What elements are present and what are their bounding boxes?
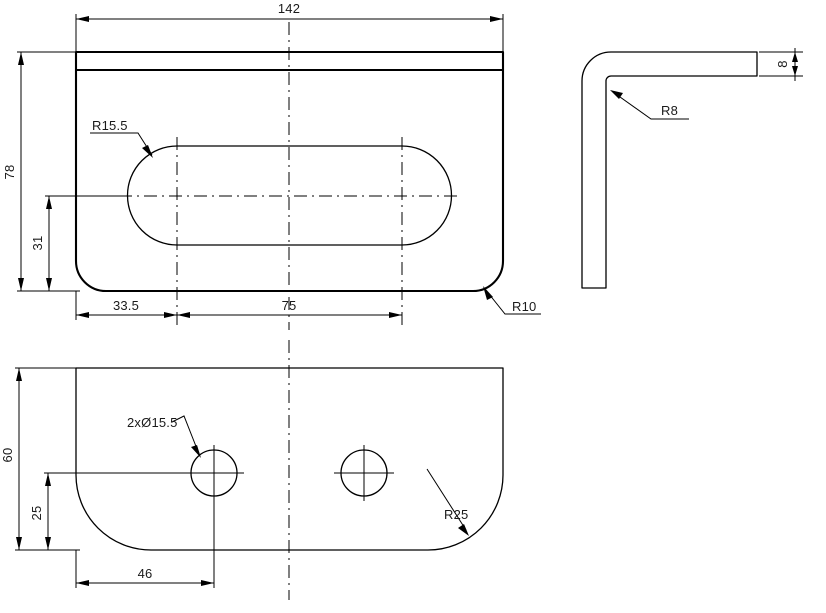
dim-8-arrow-bottom bbox=[792, 66, 798, 76]
dim-8-arrow-top bbox=[792, 52, 798, 62]
dim-25-arrow-top bbox=[45, 473, 51, 486]
dim-46-arrow-left bbox=[76, 580, 89, 586]
top-view-group: 60 25 46 2xØ15.5 R25 bbox=[0, 340, 504, 600]
dim-142-arrow-right bbox=[490, 16, 503, 22]
note-holes-leader bbox=[171, 415, 200, 455]
dim-78-arrow-top bbox=[18, 52, 24, 65]
front-view-group: 142 78 31 33.5 75 R15.5 R10 bbox=[2, 1, 541, 330]
dim-46-arrow-right bbox=[201, 580, 214, 586]
dim-31-arrow-top bbox=[46, 196, 52, 209]
dim-78-text: 78 bbox=[2, 165, 17, 180]
dim-75-text: 75 bbox=[282, 298, 297, 313]
note-r25-arrow bbox=[458, 524, 469, 536]
dim-75-arrow-right bbox=[389, 312, 402, 318]
dim-142-text: 142 bbox=[278, 1, 300, 16]
dim-31-arrow-bottom bbox=[46, 278, 52, 291]
note-r8-leader bbox=[612, 91, 689, 120]
note-holes-text: 2xØ15.5 bbox=[127, 415, 178, 430]
dim-60-arrow-bottom bbox=[16, 537, 22, 550]
front-view-outline bbox=[74, 50, 505, 293]
note-r15p5-arrow bbox=[142, 145, 153, 158]
note-r15p5-leader bbox=[90, 132, 153, 156]
dim-75-arrow-left bbox=[177, 312, 190, 318]
dim-78-arrow-bottom bbox=[18, 278, 24, 291]
dim-60-text: 60 bbox=[0, 448, 15, 463]
note-r8-arrow bbox=[610, 90, 623, 99]
dim-8-text: 8 bbox=[775, 60, 790, 67]
dim-25-arrow-bottom bbox=[45, 537, 51, 550]
dim-46-text: 46 bbox=[138, 566, 153, 581]
dim-60-arrow-top bbox=[16, 368, 22, 381]
dim-33p5-arrow-left bbox=[76, 312, 89, 318]
dim-33p5-text: 33.5 bbox=[113, 298, 139, 313]
dim-33p5-arrow-right bbox=[164, 312, 177, 318]
note-r25-leader bbox=[426, 468, 467, 531]
top-view-outline bbox=[75, 367, 504, 551]
note-r10-arrow bbox=[483, 286, 493, 300]
dim-25-text: 25 bbox=[29, 506, 44, 521]
dim-142-arrow-left bbox=[76, 16, 89, 22]
note-r15p5-text: R15.5 bbox=[92, 118, 128, 133]
side-view-group: 8 R8 bbox=[581, 48, 803, 289]
dim-31-text: 31 bbox=[30, 236, 45, 251]
note-holes-arrow bbox=[191, 445, 201, 458]
side-view-outline bbox=[581, 51, 758, 289]
note-r25-text: R25 bbox=[444, 507, 468, 522]
note-r8-text: R8 bbox=[661, 103, 678, 118]
note-r10-text: R10 bbox=[512, 299, 536, 314]
